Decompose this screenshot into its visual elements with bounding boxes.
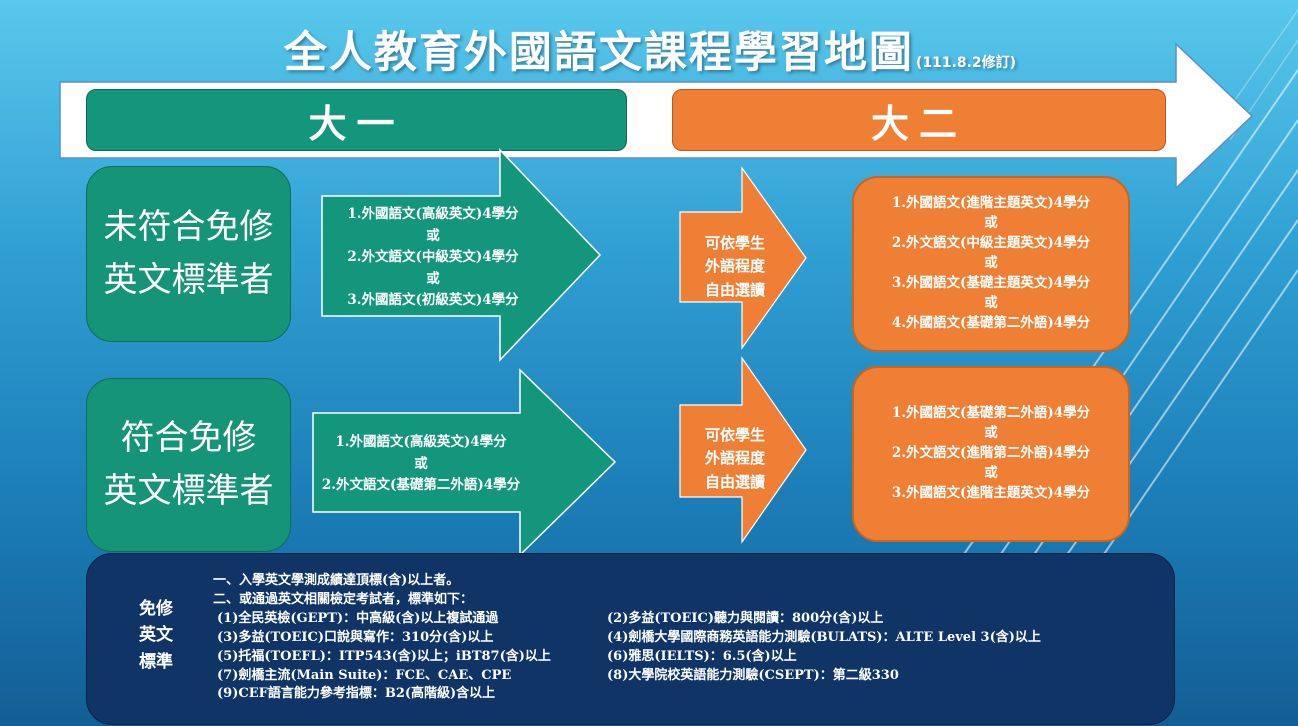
transition-line: 外語程度 xyxy=(704,449,765,468)
course-item: 2.外文語文(基礎第二外語)4學分 xyxy=(321,477,521,494)
row2-first-year-courses: 1.外國語文(高級英文)4學分 或 2.外文語文(基礎第二外語)4學分 xyxy=(313,432,529,497)
criteria-item: (8)大學院校英語能力測驗(CSEPT)：第二級330 xyxy=(607,667,899,683)
course-item: 3.外國語文(初級英文)4學分 xyxy=(347,292,519,309)
exemption-label: 免修 英文 標準 xyxy=(128,596,184,675)
course-item: 2.外文語文(進階第二外語)4學分 xyxy=(891,445,1091,462)
row1-label-line: 英文標準者 xyxy=(103,260,274,300)
course-item: 3.外國語文(進階主題英文)4學分 xyxy=(891,484,1091,501)
criteria-item: (9)CEF語言能力參考指標：B2(高階級)含以上 xyxy=(217,686,496,702)
course-item: 1.外國語文(進階主題英文)4學分 xyxy=(891,195,1091,212)
criteria-item: (3)多益(TOEIC)口說與寫作：310分(含)以上 xyxy=(217,629,494,645)
row1-transition-note: 可依學生 外語程度 自由選讀 xyxy=(682,232,788,302)
exemption-criteria-panel xyxy=(86,553,1175,725)
course-item: 或 xyxy=(984,215,998,232)
first-year-header: 大一 xyxy=(86,89,627,151)
row2-label: 符合免修 英文標準者 xyxy=(86,378,291,552)
course-item: 或 xyxy=(426,270,440,287)
second-year-header: 大二 xyxy=(672,89,1166,151)
revision-date: (111.8.2修訂) xyxy=(915,55,1017,71)
exemption-intro: 一、入學英文學測成績達頂標(含)以上者。 二、或通過英文相關檢定考試者，標準如下… xyxy=(213,572,473,610)
course-item: 2.外文語文(中級主題英文)4學分 xyxy=(891,235,1091,252)
row2-label-line: 符合免修 xyxy=(120,418,257,459)
criteria-line: 二、或通過英文相關檢定考試者，標準如下： xyxy=(213,591,474,607)
course-item: 或 xyxy=(984,294,998,311)
exemption-left-column: (1)全民英檢(GEPT)：中高級(含)以上複試通過 (3)多益(TOEIC)口… xyxy=(217,610,551,704)
page-title: 全人教育外國語文課程學習地圖(111.8.2修訂) xyxy=(190,18,1110,80)
transition-line: 自由選讀 xyxy=(704,472,765,491)
row1-label: 未符合免修 英文標準者 xyxy=(86,166,291,342)
title-text: 全人教育外國語文課程學習地圖 xyxy=(283,28,914,78)
exemption-label-line: 英文 xyxy=(139,625,173,646)
row1-first-year-courses: 1.外國語文(高級英文)4學分 或 2.外文語文(中級英文)4學分 或 3.外國… xyxy=(322,204,544,312)
course-item: 或 xyxy=(414,455,428,472)
transition-line: 外語程度 xyxy=(704,257,765,276)
course-item: 或 xyxy=(426,227,440,244)
course-item: 1.外國語文(高級英文)4學分 xyxy=(335,434,507,450)
row2-transition-note: 可依學生 外語程度 自由選讀 xyxy=(682,424,788,494)
criteria-item: (6)雅思(IELTS)：6.5(含)以上 xyxy=(607,648,797,664)
course-item: 4.外國語文(基礎第二外語)4學分 xyxy=(891,314,1091,331)
transition-line: 可依學生 xyxy=(704,234,765,252)
row1-second-year-courses: 1.外國語文(進階主題英文)4學分 或 2.外文語文(中級主題英文)4學分 或 … xyxy=(852,176,1130,352)
exemption-label-line: 標準 xyxy=(139,651,173,672)
exemption-right-column: (2)多益(TOEIC)聽力與閱讀：800分(含)以上 (4)劍橋大學國際商務英… xyxy=(607,610,1041,685)
row1-label-line: 未符合免修 xyxy=(103,207,274,248)
criteria-line: 一、入學英文學測成績達頂標(含)以上者。 xyxy=(213,573,460,588)
criteria-item: (7)劍橋主流(Main Suite)：FCE、CAE、CPE xyxy=(217,667,512,683)
transition-line: 自由選讀 xyxy=(704,280,765,299)
course-item: 或 xyxy=(984,425,998,442)
row2-label-line: 英文標準者 xyxy=(103,471,274,511)
course-item: 3.外國語文(基礎主題英文)4學分 xyxy=(891,274,1091,291)
criteria-item: (5)托福(TOEFL)：ITP543(含)以上；iBT87(含)以上 xyxy=(217,648,551,664)
course-item: 1.外國語文(高級英文)4學分 xyxy=(347,206,519,222)
exemption-label-line: 免修 xyxy=(139,599,173,619)
course-item: 1.外國語文(基礎第二外語)4學分 xyxy=(891,405,1091,422)
row2-second-year-courses: 1.外國語文(基礎第二外語)4學分 或 2.外文語文(進階第二外語)4學分 或 … xyxy=(852,366,1130,542)
transition-line: 可依學生 xyxy=(704,426,765,444)
course-item: 或 xyxy=(984,464,998,481)
course-item: 2.外文語文(中級英文)4學分 xyxy=(347,249,519,266)
criteria-item: (2)多益(TOEIC)聽力與閱讀：800分(含)以上 xyxy=(607,611,884,626)
course-item: 或 xyxy=(984,255,998,272)
criteria-item: (4)劍橋大學國際商務英語能力測驗(BULATS)：ALTE Level 3(含… xyxy=(607,629,1041,645)
criteria-item: (1)全民英檢(GEPT)：中高級(含)以上複試通過 xyxy=(217,611,499,626)
